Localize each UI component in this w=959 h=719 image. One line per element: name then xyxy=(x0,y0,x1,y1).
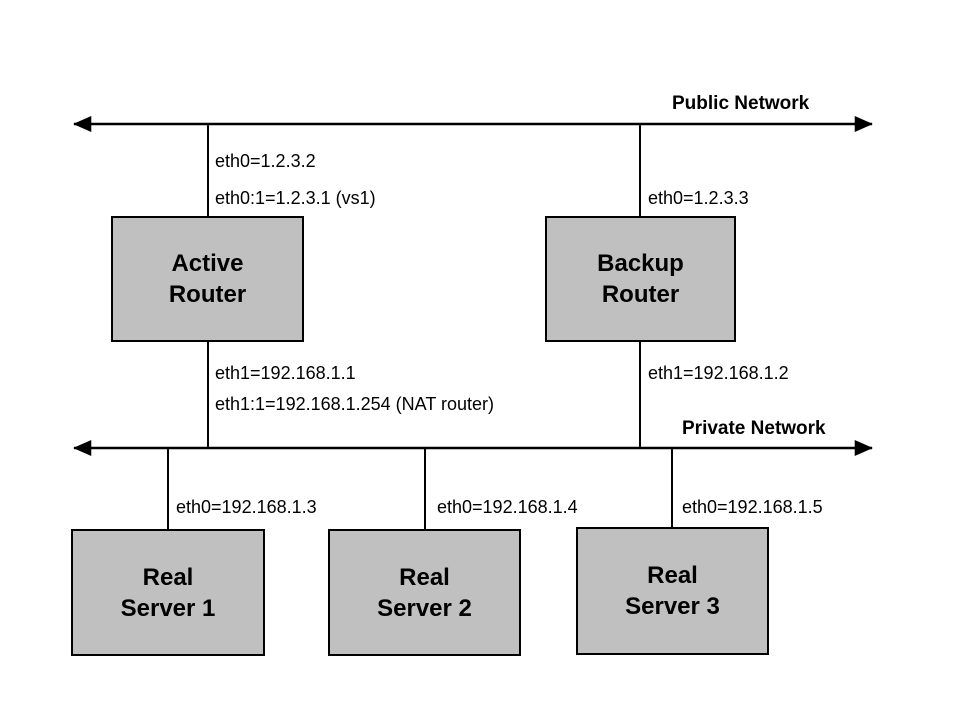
node-active-router-line2: Router xyxy=(168,281,247,308)
node-backup-router: Backup Router xyxy=(545,216,736,342)
node-real-server-3-line2: Server 3 xyxy=(625,593,720,620)
node-active-router-line1: Active xyxy=(171,250,244,277)
node-real-server-2-line2: Server 2 xyxy=(377,594,472,622)
node-real-server-2: Real Server 2 xyxy=(328,529,521,656)
public-network-label: Public Network xyxy=(672,93,810,114)
real-server-3-ip: eth0=192.168.1.5 xyxy=(682,497,823,517)
node-real-server-1-line1: Real xyxy=(142,563,194,591)
active-router-public-ip-primary: eth0=1.2.3.2 xyxy=(215,151,316,171)
active-router-private-ip-primary: eth1=192.168.1.1 xyxy=(215,363,356,383)
node-backup-router-line1: Backup xyxy=(597,250,684,277)
node-real-server-3: Real Server 3 xyxy=(576,527,769,655)
active-router-public-ip-virtual: eth0:1=1.2.3.1 (vs1) xyxy=(215,188,376,208)
real-server-2-ip: eth0=192.168.1.4 xyxy=(437,497,578,517)
node-active-router: Active Router xyxy=(111,216,304,342)
real-server-1-ip: eth0=192.168.1.3 xyxy=(176,497,317,517)
node-real-server-3-line1: Real xyxy=(647,562,698,589)
private-network-label: Private Network xyxy=(682,418,826,439)
node-real-server-2-line1: Real xyxy=(399,563,450,591)
node-real-server-1-line2: Server 1 xyxy=(120,594,216,622)
node-backup-router-line2: Router xyxy=(601,281,680,308)
active-router-private-ip-nat: eth1:1=192.168.1.254 (NAT router) xyxy=(215,394,495,414)
backup-router-private-ip: eth1=192.168.1.2 xyxy=(648,363,789,383)
backup-router-public-ip: eth0=1.2.3.3 xyxy=(648,188,749,208)
node-real-server-1: Real Server 1 xyxy=(71,529,265,656)
